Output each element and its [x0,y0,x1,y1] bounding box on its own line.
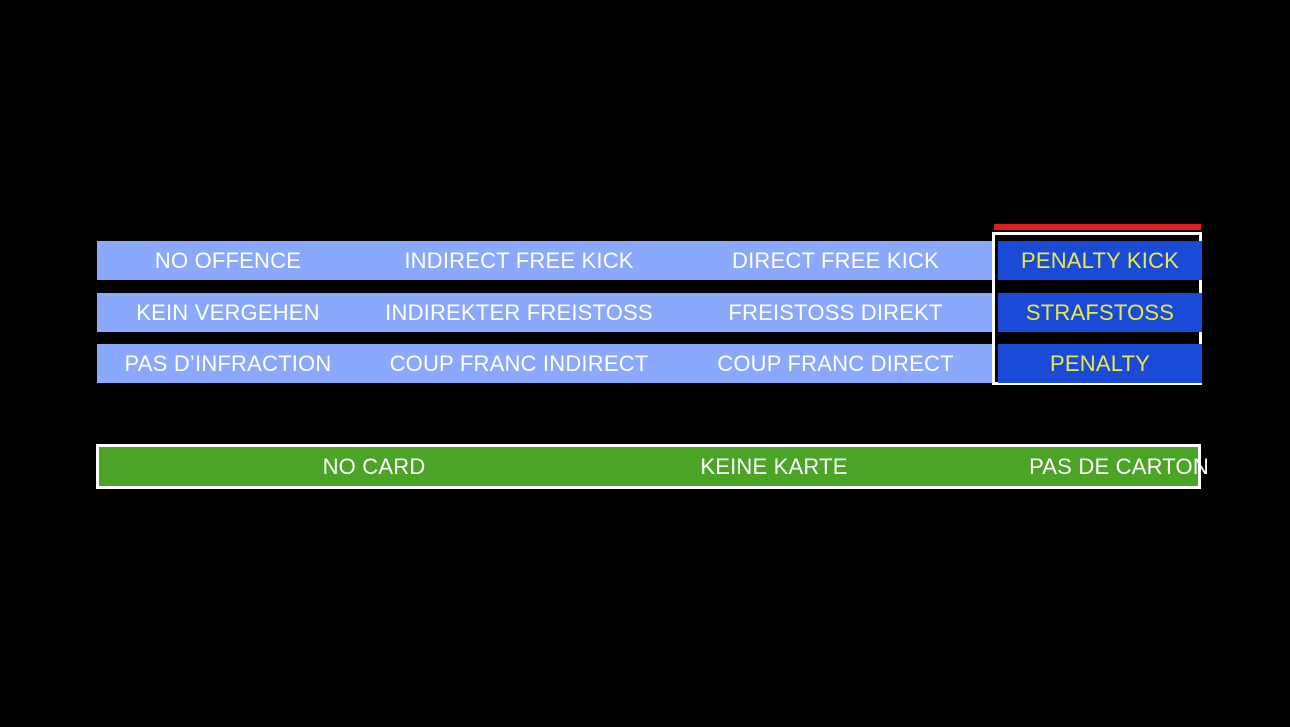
decision-cell-no-offence-de[interactable]: KEIN VERGEHEN [136,300,320,325]
decision-cell-direct-free-kick-en[interactable]: DIRECT FREE KICK [732,248,939,273]
card-decision-bar[interactable]: NO CARD KEINE KARTE PAS DE CARTON [96,444,1209,489]
decision-cell-indirect-free-kick-fr[interactable]: COUP FRANC INDIRECT [389,351,649,376]
card-cell-no-card-fr[interactable]: PAS DE CARTON [1029,454,1209,479]
penalty-red-accent-bar [994,224,1201,230]
decision-cell-penalty-fr[interactable]: PENALTY [998,344,1202,383]
decision-cell-indirect-free-kick-en[interactable]: INDIRECT FREE KICK [404,248,634,273]
decision-cell-indirect-free-kick-de[interactable]: INDIREKTER FREISTOSS [385,300,653,325]
decision-row-french: PAS D’INFRACTION COUP FRANC INDIRECT COU… [97,344,992,383]
card-cell-no-card-de[interactable]: KEINE KARTE [700,454,848,479]
decision-cell-penalty-en[interactable]: PENALTY KICK [998,241,1202,280]
decision-cell-penalty-de[interactable]: STRAFSTOSS [998,293,1202,332]
penalty-column-highlight[interactable]: PENALTY KICK STRAFSTOSS PENALTY [992,232,1202,385]
decision-row-german: KEIN VERGEHEN INDIREKTER FREISTOSS FREIS… [97,293,992,332]
decision-row-english: NO OFFENCE INDIRECT FREE KICK DIRECT FRE… [97,241,992,280]
decision-cell-no-offence-fr[interactable]: PAS D’INFRACTION [124,351,332,376]
card-cell-no-card-en[interactable]: NO CARD [322,454,426,479]
decision-cell-direct-free-kick-fr[interactable]: COUP FRANC DIRECT [717,351,954,376]
decision-cell-direct-free-kick-de[interactable]: FREISTOSS DIREKT [728,300,943,325]
decision-cell-no-offence-en[interactable]: NO OFFENCE [154,248,302,273]
decision-matrix: NO OFFENCE INDIRECT FREE KICK DIRECT FRE… [97,224,1202,385]
